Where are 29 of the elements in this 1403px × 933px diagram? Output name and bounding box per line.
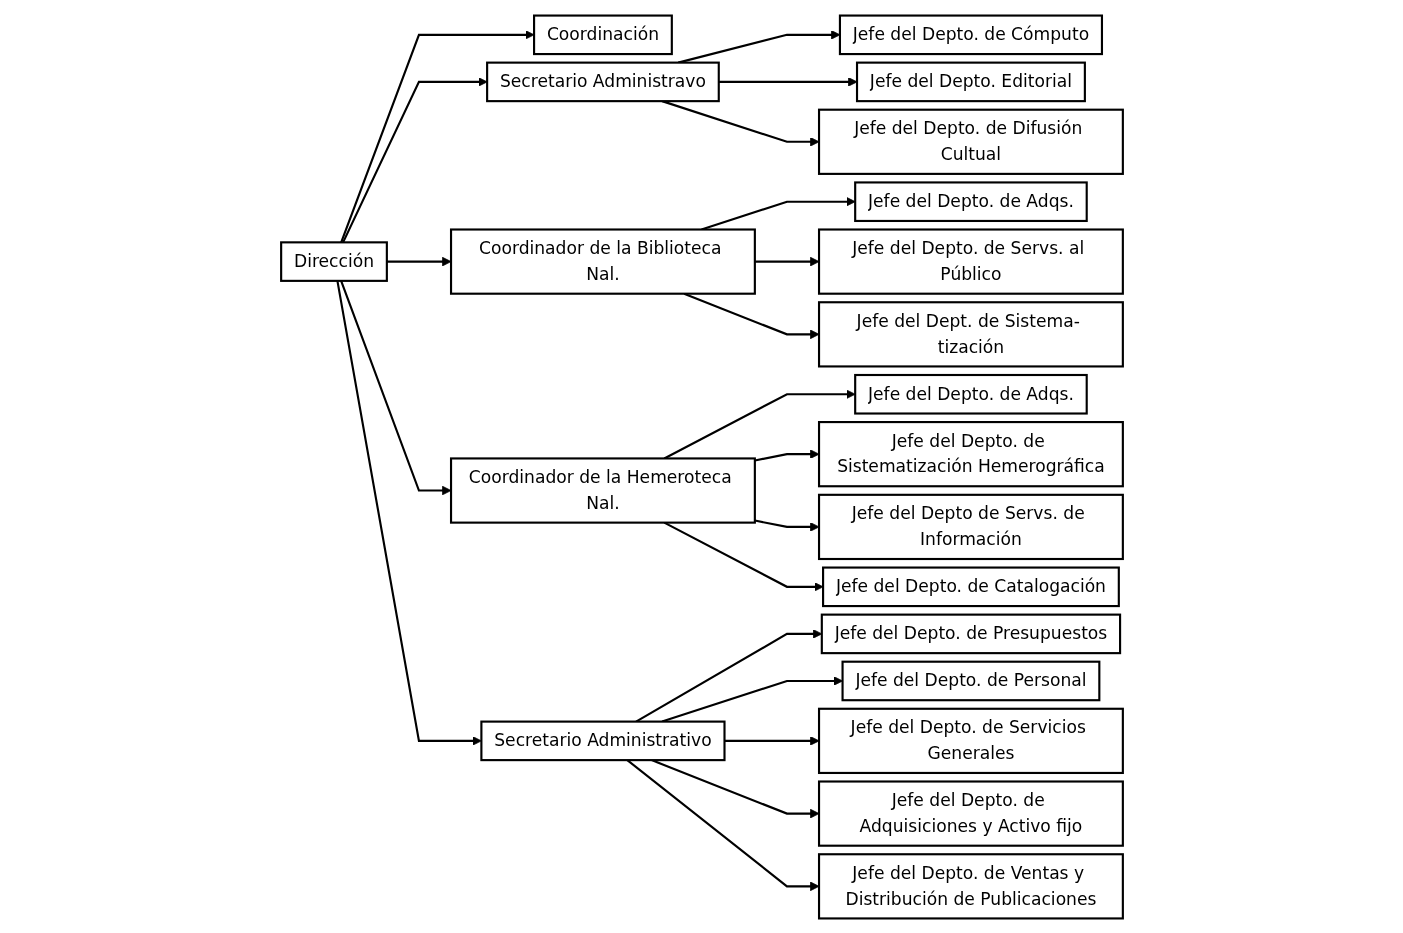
arrow bbox=[724, 735, 819, 746]
node-box: Jefe del Depto. de Difusión Cultual bbox=[817, 108, 1124, 175]
node-box: Jefe del Dept. de Sistema- tización bbox=[817, 300, 1124, 367]
arrow bbox=[754, 519, 819, 532]
node-box: Jefe del Depto. de Servs. al Público bbox=[817, 227, 1124, 295]
node-box: Dirección bbox=[279, 240, 388, 282]
node-box: Jefe del Depto. de Catalogación bbox=[821, 566, 1120, 607]
node-box: Jefe del Depto. de Adqs. bbox=[853, 373, 1088, 415]
arrow bbox=[718, 76, 857, 87]
node-box: Jefe del Depto. de Presupuestos bbox=[820, 613, 1121, 654]
node-box: Jefe del Depto. de Personal bbox=[841, 660, 1100, 701]
node-box: Jefe del Depto. de Sistematización Hemerográfica bbox=[817, 420, 1124, 487]
node-box: Coordinación bbox=[532, 14, 673, 55]
node-box: Secretario Administravo bbox=[485, 61, 720, 102]
node-box: Jefe del Depto. de Adquisiciones y Activo fijo bbox=[817, 779, 1124, 847]
node-box: Coordinador de la Hemeroteca Nal. bbox=[449, 456, 756, 524]
arrow bbox=[754, 448, 819, 462]
node-box: Jefe del Depto. de Adqs. bbox=[853, 180, 1088, 222]
node-box: Jefe del Depto. Editorial bbox=[855, 61, 1086, 102]
node-box: Jefe del Depto de Servs. de Información bbox=[817, 493, 1124, 560]
node-box: Jefe del Depto. de Servicios Generales bbox=[817, 707, 1124, 774]
arrow bbox=[386, 256, 451, 266]
arrow bbox=[663, 521, 823, 591]
node-box: Secretario Administrativo bbox=[479, 720, 726, 761]
arrow bbox=[754, 256, 819, 266]
node-box: Jefe del Depto. de Cómputo bbox=[838, 14, 1103, 55]
node-box: Coordinador de la Biblioteca Nal. bbox=[449, 227, 756, 295]
node-box: Jefe del Depto. de Ventas y Distribución de Publicaciones bbox=[817, 852, 1124, 919]
arrow bbox=[339, 280, 451, 495]
